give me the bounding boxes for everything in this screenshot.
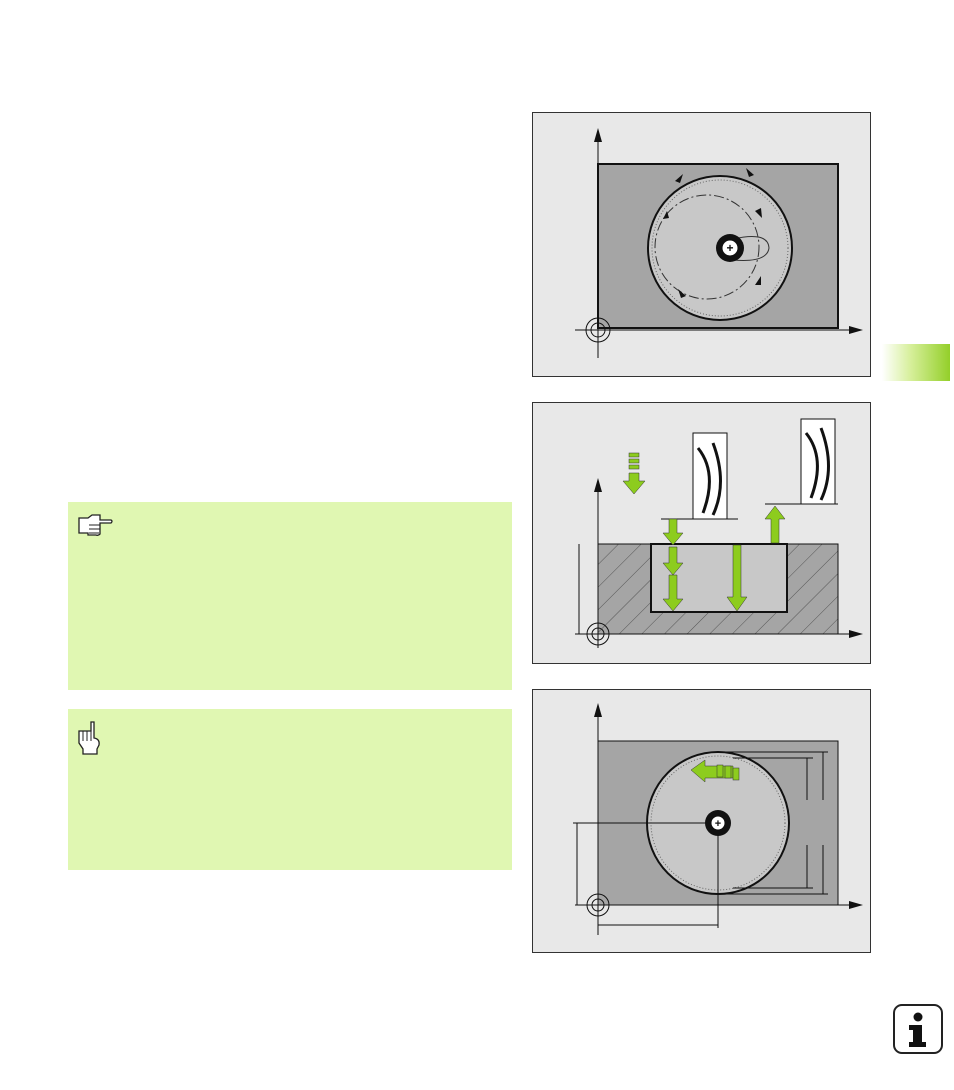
note-box-info (68, 502, 512, 690)
info-icon[interactable] (893, 1004, 943, 1054)
svg-text:+: + (726, 241, 733, 255)
figure-pocket-dimensions: + (532, 689, 871, 953)
figure-depth-infeed (532, 402, 871, 664)
raised-finger-hand-icon (78, 721, 102, 762)
pointing-hand-icon (78, 514, 114, 543)
figure-circular-pocket-path: + (532, 112, 871, 377)
note-box-warning (68, 709, 512, 870)
chapter-tab-marker (882, 344, 954, 381)
svg-text:+: + (715, 818, 721, 830)
